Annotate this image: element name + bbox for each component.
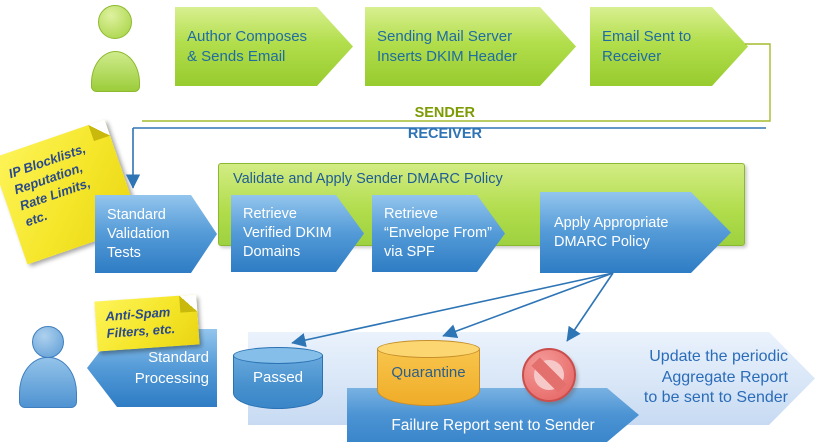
step-retrieve-spf: Retrieve “Envelope From” via SPF bbox=[372, 195, 505, 272]
failure-report-arrow: Failure Report sent to Sender bbox=[347, 388, 639, 442]
quarantine-database-icon: Quarantine bbox=[377, 340, 480, 406]
cylinder-body bbox=[233, 355, 323, 409]
step-label: Standard Validation Tests bbox=[107, 206, 170, 261]
policy-to-quarantine-arrow bbox=[442, 272, 614, 339]
folded-corner-icon bbox=[179, 294, 198, 313]
sticky-note-text: IP Blocklists, Reputation, Rate Limits, … bbox=[6, 140, 93, 230]
step-label: Author Composes & Sends Email bbox=[187, 27, 308, 65]
receiver-person-body-icon bbox=[19, 357, 77, 408]
cylinder-body bbox=[377, 349, 480, 406]
step-email-sent: Email Sent to Receiver bbox=[590, 7, 748, 86]
receiver-section-label: RECEIVER bbox=[407, 126, 482, 142]
folded-corner-icon bbox=[88, 119, 111, 142]
failure-report-label: Failure Report sent to Sender bbox=[391, 417, 595, 434]
policy-to-blocked-arrow bbox=[566, 272, 614, 342]
cylinder-top bbox=[233, 347, 323, 364]
sticky-note-antispam: Anti-Spam Filters, etc. bbox=[94, 294, 200, 352]
step-retrieve-dkim: Retrieve Verified DKIM Domains bbox=[231, 195, 364, 272]
step-label: Apply Appropriate DMARC Policy bbox=[554, 214, 669, 250]
passed-database-icon: Passed bbox=[233, 347, 323, 409]
cylinder-top bbox=[377, 340, 480, 358]
step-label: Sending Mail Server Inserts DKIM Header bbox=[377, 27, 518, 65]
sender-section-label: SENDER bbox=[414, 105, 475, 121]
step-standard-validation: Standard Validation Tests bbox=[95, 195, 217, 273]
sticky-note-text: Anti-Spam Filters, etc. bbox=[104, 304, 176, 341]
blocked-icon bbox=[522, 348, 576, 402]
step-author-composes: Author Composes & Sends Email bbox=[175, 7, 353, 86]
policy-box-title: Validate and Apply Sender DMARC Policy bbox=[233, 171, 503, 187]
step-label: Retrieve Verified DKIM Domains bbox=[243, 206, 332, 260]
step-label: Standard Processing bbox=[134, 349, 209, 387]
step-label: Email Sent to Receiver bbox=[602, 27, 692, 65]
quarantine-label: Quarantine bbox=[391, 364, 466, 381]
receiver-person-icon bbox=[32, 326, 64, 358]
aggregate-report-label: Update the periodic Aggregate Report to … bbox=[643, 348, 788, 406]
sender-person-icon bbox=[98, 5, 132, 39]
sender-person-body-icon bbox=[91, 51, 140, 92]
step-dkim-header: Sending Mail Server Inserts DKIM Header bbox=[365, 7, 576, 86]
passed-label: Passed bbox=[252, 369, 304, 386]
step-apply-policy: Apply Appropriate DMARC Policy bbox=[540, 192, 731, 273]
step-label: Retrieve “Envelope From” via SPF bbox=[384, 206, 492, 260]
